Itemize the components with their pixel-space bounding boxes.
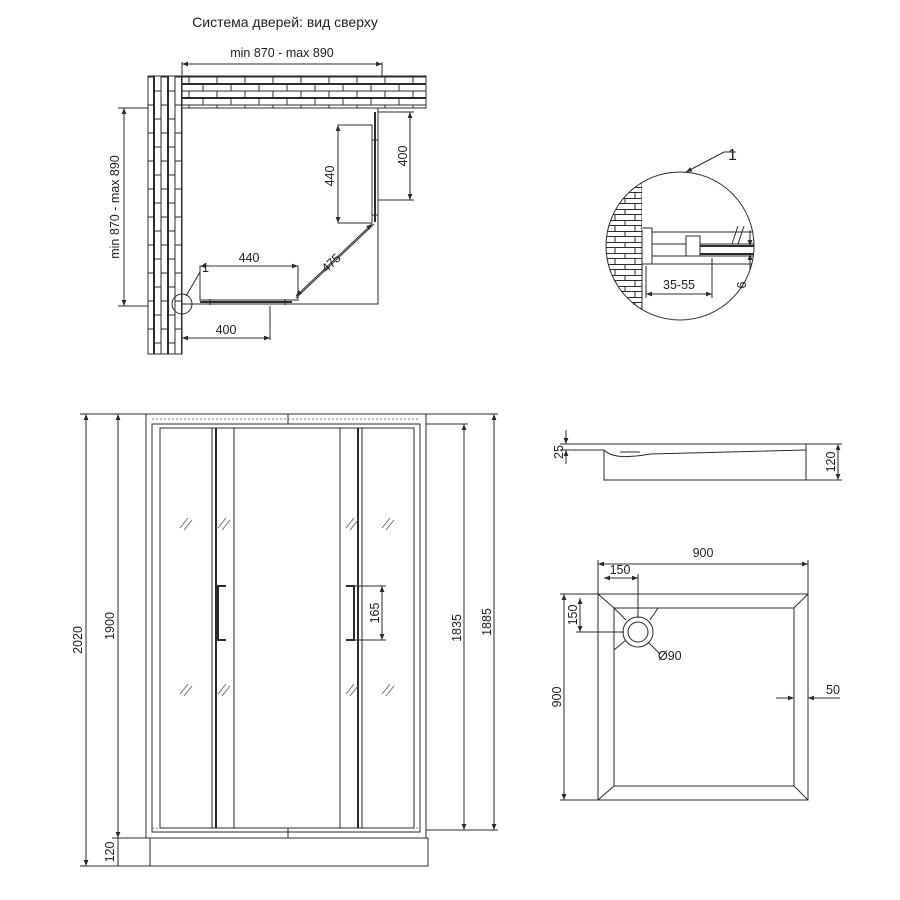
- detail-callout-leader: [185, 271, 201, 297]
- detail-break-1: [731, 225, 739, 245]
- detail-brick-wall: [606, 172, 643, 320]
- drain-leader: [647, 641, 661, 655]
- brick-wall-top: [147, 75, 427, 109]
- tray-height-label: 120: [103, 842, 117, 863]
- detail-callout-number: 1: [202, 261, 209, 275]
- center-glass: [233, 427, 341, 829]
- tray-width-label: 900: [693, 546, 714, 560]
- width-dim-label: min 870 - max 890: [230, 46, 334, 60]
- detail-panel-area: [642, 172, 754, 230]
- door-height-label: 1835: [450, 614, 464, 642]
- door-frame-right: [339, 427, 363, 829]
- tray-depth-label: 25: [552, 445, 566, 459]
- tray-inner: [613, 607, 795, 787]
- fixed-panel-left: [159, 427, 213, 829]
- tray-corner-br: [793, 785, 809, 801]
- detail-glass-clamp: [685, 235, 701, 257]
- front-frame-outer: [145, 413, 427, 839]
- front-tray-base: [149, 837, 429, 867]
- right-door-panel: [337, 124, 373, 224]
- enclosure-outline: [182, 107, 379, 305]
- drain-inner: [627, 621, 649, 643]
- top-view-title: Система дверей: вид сверху: [192, 14, 378, 30]
- range-dim-label: 35-55: [663, 278, 695, 292]
- door-v-dim-label: 440: [323, 166, 337, 187]
- fixed-v-dim-label: 400: [396, 146, 410, 167]
- drain-y-label: 150: [566, 605, 580, 626]
- detail-number: 1: [728, 147, 737, 164]
- tray-top-view: Ø90 900 150 150 900 50: [550, 546, 840, 801]
- drain-diameter-label: Ø90: [658, 649, 682, 663]
- tray-top-depth-label: 900: [550, 687, 564, 708]
- handle-left: [217, 585, 226, 641]
- thickness-dim-label: 6: [735, 281, 749, 288]
- tray-corner-tr: [793, 593, 809, 609]
- tray-side-height-label: 120: [824, 452, 838, 473]
- rim-label: 50: [826, 683, 840, 697]
- height-dim-label: min 870 - max 890: [108, 155, 122, 259]
- detail-break-2: [737, 225, 745, 245]
- bottom-door-panel: [199, 265, 299, 301]
- fixed-panel-right: [361, 427, 415, 829]
- rail-height-label: 1885: [480, 608, 494, 636]
- detail-leader: [685, 151, 725, 173]
- brick-wall-left: [147, 75, 183, 355]
- top-view: Система дверей: вид сверху min 870 - max…: [108, 14, 427, 355]
- overall-height-label: 2020: [71, 626, 85, 654]
- detail-callout-circle: [171, 293, 193, 315]
- tray-corner-tl: [597, 593, 615, 609]
- drain-x-label: 150: [610, 563, 631, 577]
- diagonal-dim-line: [295, 223, 373, 297]
- tray-corner-bl: [597, 785, 615, 801]
- drain-slopes: [613, 607, 659, 651]
- tray-side-view: 25 120: [552, 430, 842, 481]
- handle-dim-label: 165: [368, 603, 382, 624]
- profile-detail: 35-55 6 1: [605, 147, 755, 321]
- tray-outer: [597, 593, 809, 801]
- front-frame-inner: [151, 423, 421, 833]
- detail-circle: [605, 171, 755, 321]
- glass-reflection-marks: [179, 517, 395, 697]
- tray-side-inner: [603, 449, 807, 458]
- fixed-h-dim-label: 400: [216, 323, 237, 337]
- handle-right: [346, 585, 355, 641]
- frame-height-label: 1900: [103, 612, 117, 640]
- tray-side-outline: [600, 443, 807, 481]
- door-h-dim-label: 440: [239, 251, 260, 265]
- front-view: 2020 1900 120 165 1835 1885: [71, 413, 498, 867]
